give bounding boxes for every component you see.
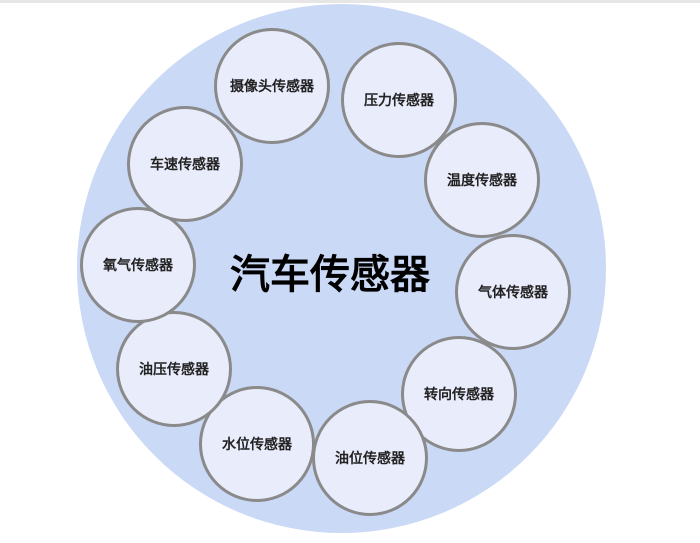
node-label: 压力传感器 [364,93,434,109]
node-oxygen-sensor: 氧气传感器 [80,207,196,323]
node-label: 温度传感器 [447,173,517,189]
node-camera-sensor: 摄像头传感器 [214,28,330,144]
node-label: 油压传感器 [139,362,209,378]
node-label: 氧气传感器 [103,258,173,274]
node-speed-sensor: 车速传感器 [127,106,243,222]
node-oil-pressure-sensor: 油压传感器 [116,311,232,427]
node-water-level-sensor: 水位传感器 [199,386,315,502]
node-label: 油位传感器 [335,451,405,467]
top-divider [0,0,700,3]
node-label: 气体传感器 [478,285,548,301]
center-title: 汽车传感器 [230,252,430,298]
node-label: 摄像头传感器 [230,79,314,95]
node-label: 水位传感器 [222,437,292,453]
node-gas-sensor: 气体传感器 [455,234,571,350]
node-oil-level-sensor: 油位传感器 [312,400,428,516]
node-temperature-sensor: 温度传感器 [424,122,540,238]
node-label: 车速传感器 [150,157,220,173]
node-label: 转向传感器 [424,387,494,403]
node-pressure-sensor: 压力传感器 [341,42,457,158]
